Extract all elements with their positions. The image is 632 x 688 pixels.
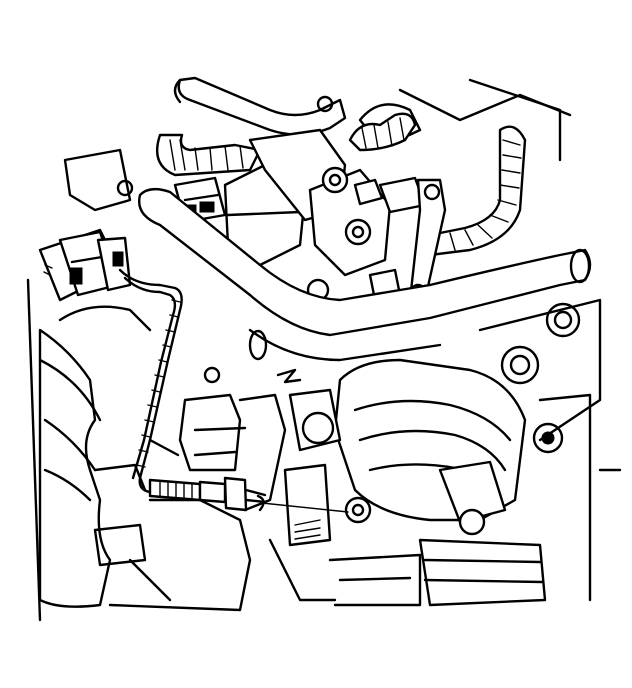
oxygen-sensor-connector — [58, 230, 132, 297]
center-components — [268, 388, 372, 602]
right-mount — [478, 298, 602, 602]
coil-module — [223, 128, 427, 302]
oxygen-sensor-wire — [118, 268, 183, 494]
cross-pipe — [138, 187, 592, 362]
oxygen-sensor — [148, 476, 267, 512]
wiring-harness-loop — [155, 112, 527, 257]
exhaust-manifold — [328, 358, 547, 607]
detail-lines — [43, 264, 622, 602]
sensor-leader-line — [261, 502, 349, 513]
